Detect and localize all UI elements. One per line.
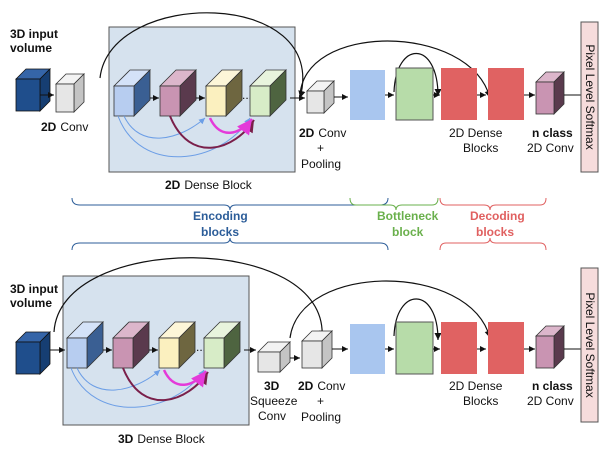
top-dense-blocks-label-2: Blocks — [463, 141, 498, 155]
bottom-skip-arc-3 — [393, 298, 442, 341]
top-decoder-red-block-1 — [441, 68, 477, 120]
bottom-bottleneck-green-block — [395, 321, 434, 375]
bottom-squeeze-line1: Squeeze — [250, 394, 298, 408]
top-nclass-label: n class — [532, 126, 573, 140]
encoding-label-2: blocks — [201, 225, 239, 239]
top-softmax-label: Pixel Level Softmax — [583, 44, 597, 149]
bottom-nclass-cube — [535, 325, 565, 369]
bottom-dense-conn-magenta — [162, 369, 207, 388]
bottom-panel: ... — [10, 257, 599, 446]
decoding-brace-bottom — [439, 237, 547, 251]
top-input-volume-cube — [15, 68, 51, 112]
top-conv-pool-pooling: Pooling — [301, 157, 341, 171]
top-panel: ... — [10, 12, 599, 192]
bottleneck-brace-top — [349, 197, 439, 211]
bottom-conv-pool-plus: + — [317, 394, 324, 408]
bottom-squeeze-line2: Conv — [258, 409, 286, 423]
bottom-squeeze-bold: 3D — [264, 379, 280, 393]
top-nclass-conv-label: 2D Conv — [527, 141, 574, 155]
decoding-label-2: blocks — [476, 225, 514, 239]
bottom-dense-ellipsis: ... — [196, 340, 206, 354]
bottom-input-title-2: volume — [10, 296, 52, 310]
top-dense-cube-green — [249, 69, 287, 117]
top-decoder-red-block-2 — [488, 68, 524, 120]
bottom-skip-arc-2 — [289, 280, 492, 339]
bottom-dense-blocks-label-2: Blocks — [463, 394, 498, 408]
bottleneck-label-2: block — [392, 225, 424, 239]
bottom-dense-cube-green — [203, 321, 241, 369]
bottom-squeeze-conv-cube — [257, 341, 291, 373]
decoding-label-1: Decoding — [470, 209, 525, 223]
top-dense-conn-magenta — [208, 117, 253, 136]
top-conv-pooling-cube — [306, 80, 335, 114]
top-dense-ellipsis: ... — [242, 88, 252, 102]
top-dense-conn-blue-2 — [117, 115, 251, 158]
top-nclass-cube — [535, 71, 565, 115]
encoding-brace-bottom — [71, 237, 389, 251]
top-input-title-2: volume — [10, 41, 52, 55]
bottleneck-label-1: Bottleneck — [377, 209, 439, 223]
bottom-conv-pooling-cube — [301, 330, 333, 369]
top-dense-cube-pink — [159, 69, 197, 117]
bottom-input-volume-cube — [15, 331, 51, 375]
bottom-conv-pool-pooling: Pooling — [301, 410, 341, 424]
top-dense-blocks-label-1: 2D Dense — [449, 126, 503, 140]
top-bottleneck-blue-block — [350, 70, 385, 120]
bottom-dense-blocks-label-1: 2D Dense — [449, 379, 503, 393]
bottom-nclass-conv-label: 2D Conv — [527, 394, 574, 408]
top-input-title-1: 3D input — [10, 27, 58, 41]
bottom-dense-cube-pink — [112, 321, 150, 369]
top-bottleneck-green-block — [395, 67, 434, 121]
bottom-bottleneck-blue-block — [350, 324, 385, 374]
top-softmax-box — [580, 21, 599, 173]
top-skip-arc-1 — [99, 12, 306, 99]
top-dense-cube-blue — [113, 69, 151, 117]
bottom-skip-arc-1 — [53, 257, 327, 339]
decoding-brace-top — [439, 197, 547, 211]
bottom-decoder-red-block-1 — [441, 322, 477, 374]
bottom-dense-cube-blue — [66, 321, 104, 369]
bottom-dense-cube-yellow — [158, 321, 196, 369]
bottom-decoder-red-block-2 — [488, 322, 524, 374]
bottom-softmax-box — [580, 267, 599, 423]
bottom-nclass-label: n class — [532, 379, 573, 393]
encoding-label-1: Encoding — [193, 209, 248, 223]
top-2d-conv-cube — [55, 73, 85, 113]
top-dense-cube-yellow — [205, 69, 243, 117]
bottom-input-title-1: 3D input — [10, 282, 58, 296]
bottom-softmax-label: Pixel Level Softmax — [583, 292, 597, 397]
legend-section: Encoding blocks Bottleneck block Decodin… — [71, 197, 547, 251]
top-conv-pool-plus: + — [317, 141, 324, 155]
bottom-dense-conn-blue-1 — [76, 367, 161, 391]
top-dense-conn-blue-1 — [123, 115, 206, 139]
